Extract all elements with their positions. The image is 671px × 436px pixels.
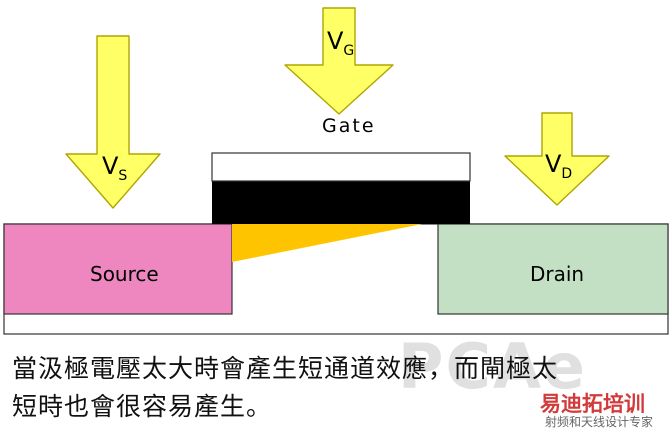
source-label: Source (90, 262, 159, 286)
vd-label-main: V (545, 150, 562, 178)
caption-line-2: 短時也會很容易產生。 (12, 392, 273, 421)
vs-arrow (65, 35, 161, 209)
gate-title: Gate (322, 115, 376, 137)
vg-arrow (284, 7, 394, 115)
vg-label: VG (327, 27, 354, 59)
vg-label-main: V (327, 27, 344, 55)
vd-label-sub: D (561, 165, 573, 182)
source-region (3, 223, 233, 315)
gate-electrode (211, 152, 471, 182)
vs-label-sub: S (118, 167, 128, 184)
gate-oxide (212, 181, 470, 224)
vd-label: VD (545, 150, 572, 182)
channel-wedge (232, 224, 422, 262)
vg-label-sub: G (343, 42, 355, 59)
drain-label: Drain (530, 262, 585, 286)
drain-region (437, 223, 669, 315)
caption-line-1: 當汲極電壓太大時會產生短通道效應，而閘極太 (12, 354, 559, 383)
vs-label: VS (102, 152, 127, 184)
vs-label-main: V (102, 152, 119, 180)
vd-arrow (504, 112, 610, 206)
